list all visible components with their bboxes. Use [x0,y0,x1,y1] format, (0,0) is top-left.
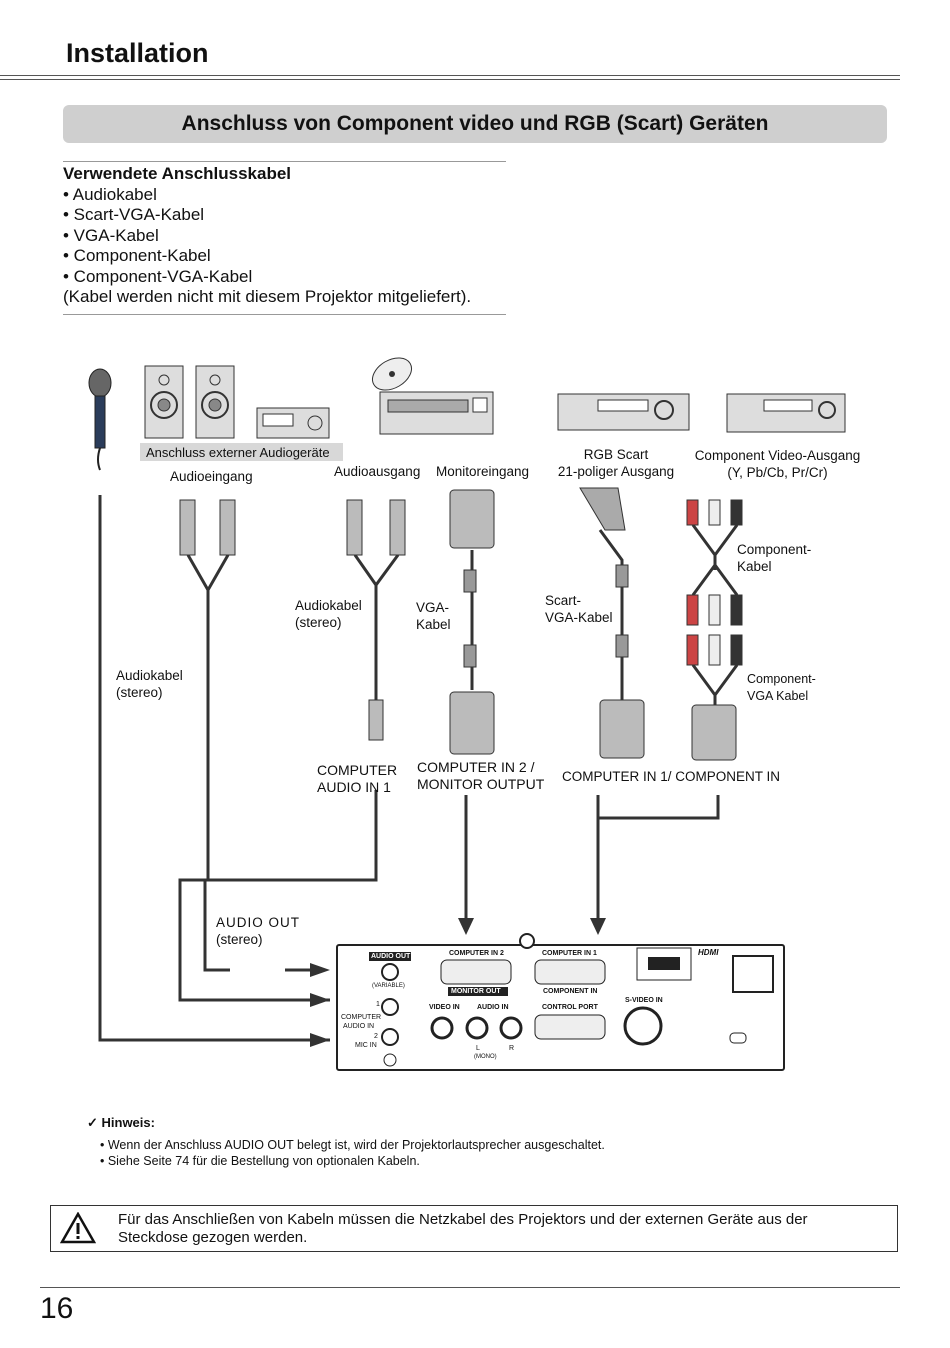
panel-audio-out: AUDIO OUT [371,953,411,960]
panel-r: R [509,1045,515,1052]
note-heading: ✓ Hinweis: [87,1115,155,1130]
scart-vga-cable-label: Scart-VGA-Kabel [545,593,613,625]
rca-plug-icon [686,594,699,626]
vga-plug-icon [599,699,645,759]
arrow-icon [310,1033,330,1047]
footer-rule [40,1287,900,1288]
rca-plug-icon [730,594,743,626]
header-rule [0,75,900,76]
warning-text: Für das Anschließen von Kabeln müssen di… [118,1211,808,1246]
rca-plug-icon [730,634,743,666]
page-title: Installation [66,38,209,68]
note-list: • Wenn der Anschluss AUDIO OUT belegt is… [100,1137,605,1169]
panel-audio-in: AUDIO IN [477,1004,509,1011]
audio-cable-left-label: Audiokabel(stereo) [116,668,183,700]
panel-video-in: VIDEO IN [429,1004,460,1011]
cable-item: • VGA-Kabel [63,225,159,245]
component-device-icon [726,393,846,433]
audio-out-label: Audioausgang [334,464,421,479]
speaker-icon [195,365,235,439]
dvd-player-icon [379,391,494,435]
amplifier-icon [256,407,330,439]
panel-l: L [476,1045,480,1052]
cable-list-heading: Verwendete Anschlusskabel [63,164,292,183]
panel-computer-in2: COMPUTER IN 2 [449,950,504,957]
cable-item: • Component-Kabel [63,246,211,265]
warning-box: Für das Anschließen von Kabeln müssen di… [50,1205,898,1252]
component-cable [691,664,739,705]
panel-2: 2 [374,1033,378,1040]
vga-cable-label: VGA-Kabel [416,600,451,632]
rca-plug-icon [708,634,721,666]
cable-footnote: (Kabel werden nicht mit diesem Projektor… [63,287,472,306]
rca-plug-icon [219,499,236,556]
microphone-icon [88,368,112,471]
mini-jack-icon [368,699,384,741]
section-title: Anschluss von Component video und RGB (S… [181,112,769,135]
note-item: • Siehe Seite 74 für die Bestellung von … [100,1154,420,1168]
mic-cable [98,495,330,1042]
speaker-icon [144,365,184,439]
rca-plug-icon [389,499,406,556]
panel-1: 1 [376,1001,380,1008]
audio-cable-label: Audiokabel(stereo) [295,598,362,630]
component-cable-label: Component-Kabel [737,542,812,574]
note-item: • Wenn der Anschluss AUDIO OUT belegt is… [100,1138,605,1152]
page-number: 16 [40,1292,74,1325]
arrow-icon [310,993,330,1007]
ferrite-icon [463,644,477,668]
panel-computer-in1: COMPUTER IN 1 [542,950,597,957]
disc-icon [372,357,412,391]
cable-item: • Audiokabel [63,184,157,204]
rca-plug-icon [708,499,721,526]
ferrite-icon [615,634,629,658]
arrow-icon [458,918,474,935]
vga-plug-icon [449,691,495,755]
cable-list: Verwendete Anschlusskabel • Audiokabel •… [63,161,506,315]
panel-s-video-in: S-VIDEO IN [625,997,663,1004]
connection-diagram [88,357,846,1071]
ferrite-icon [615,564,629,588]
component-out-label: Component Video-Ausgang(Y, Pb/Cb, Pr/Cr) [694,448,861,480]
rca-plug-icon [708,594,721,626]
ferrite-icon [463,569,477,593]
vga-plug-icon [691,704,737,761]
panel-variable: (VARIABLE) [372,983,405,989]
computer-in2-label: COMPUTER IN 2 /MONITOR OUTPUT [417,759,545,792]
panel-component-in: COMPONENT IN [543,988,598,995]
panel-monitor-out: MONITOR OUT [451,988,501,995]
panel-hdmi: HDMI [698,948,719,957]
rca-plug-icon [686,499,699,526]
rca-plug-icon [730,499,743,526]
panel-mono: (MONO) [474,1054,497,1060]
scart-plug-icon [579,487,626,531]
scart-device-icon [557,393,690,431]
warning-icon [60,1212,96,1244]
vga-plug-icon [449,489,495,549]
component-vga-cable-label: Component-VGA Kabel [747,672,816,703]
projector-panel [336,933,785,1071]
panel-audio-in2: AUDIO IN [343,1023,375,1030]
ext-audio-label-box [140,443,343,461]
arrow-icon [590,918,606,935]
ext-audio-label: Anschluss externer Audiogeräte [146,445,330,460]
panel-mic-in: MIC IN [355,1042,377,1049]
panel-control-port: CONTROL PORT [542,1004,598,1011]
arrow-icon [310,963,330,977]
rca-plug-icon [179,499,196,556]
monitor-in-label: Monitoreingang [436,464,530,479]
cable-item: • Component-VGA-Kabel [63,266,253,286]
header-rule [0,79,900,80]
audio-cable-left [178,590,330,1002]
audio-in-label: Audioeingang [170,469,253,484]
computer-in1-label: COMPUTER IN 1/ COMPONENT IN [562,769,781,784]
cable-item: • Scart-VGA-Kabel [63,205,205,224]
audio-out-projector-label: AUDIO OUT(stereo) [216,915,301,947]
panel-computer-audio: COMPUTER [341,1014,382,1021]
rca-plug-icon [346,499,363,556]
section-bar: Anschluss von Component video und RGB (S… [63,105,887,143]
rca-plug-icon [686,634,699,666]
